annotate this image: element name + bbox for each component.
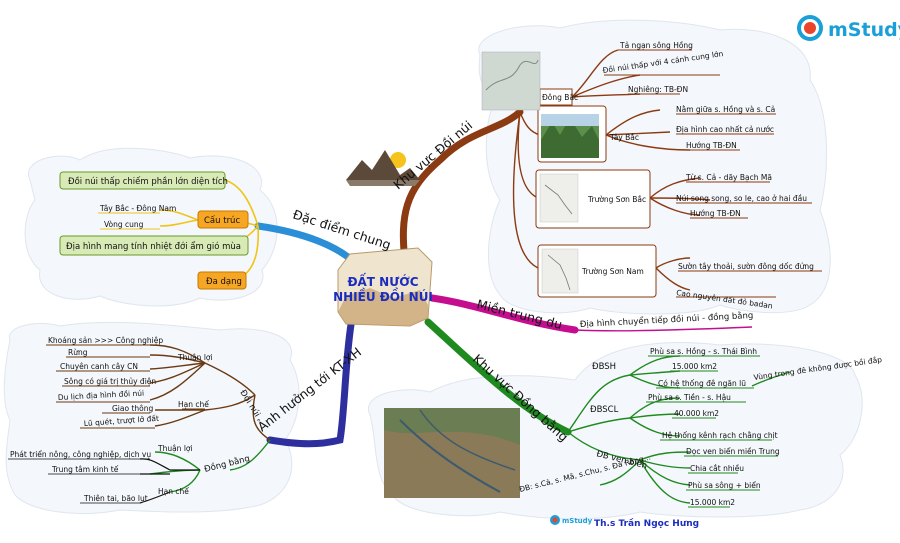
node-thuan-loi[interactable]: Thuận lợi [177,353,213,362]
brand-logo-text: mStudy [828,19,900,41]
dbvb-item-2: Chia cắt nhiều [690,464,744,473]
mountain-illustration [346,150,420,186]
tl-item-3: Chuyên canh cây CN [60,362,138,371]
node-dong-bac[interactable]: Đông Bắc [542,93,578,102]
dac-diem-item-1: Đồi núi thấp chiếm phần lớn diện tích [68,176,228,187]
dbscl-item-2: 40.000 km2 [674,409,719,418]
anh-huong-underlines [46,344,205,429]
branch-anh-huong [266,314,356,448]
dbhc-item-1: Thiên tai, bão lụt [83,494,148,503]
dong-bac-item-1: Tả ngạn sông Hồng [619,41,693,50]
dac-diem-item-3: Địa hình mang tính nhiệt đới ẩm gió mùa [66,241,241,252]
footer-logo-text: mStudy [562,517,593,525]
branch-label-dac-diem-chung[interactable]: Đặc điểm chung [291,207,393,253]
node-tay-bac[interactable]: Tây Bắc [609,133,639,142]
dac-diem-boxes [59,171,249,290]
node-db-thuan-loi[interactable]: Thuận lợi [157,444,193,453]
dong-bang-kt-handles [139,458,200,504]
author-name: Th.s Trần Ngọc Hưng [594,518,699,529]
dbsh-item-3: Có hệ thống đê ngăn lũ [658,379,746,388]
dbscl-item-1: Phù sa s. Tiền - s. Hậu [648,393,731,402]
dbscl-item-3: Hệ thống kênh rạch chằng chịt [662,431,778,440]
center-title-line1: ĐẤT NƯỚC [347,272,418,289]
node-truong-son-bac[interactable]: Trường Sơn Bắc [587,195,646,204]
cau-truc-item-1: Tây Bắc - Đông Nam [99,204,176,213]
tay-bac-item-2: Địa hình cao nhất cả nước [676,125,774,134]
node-truong-son-nam[interactable]: Trường Sơn Nam [581,267,644,276]
node-cau-truc[interactable]: Cấu trúc [204,215,240,226]
doi-nui-underlines [604,49,822,298]
center-title-line2: NHIỀU ĐỒI NÚI [333,287,433,304]
main-branches [254,108,579,448]
tsn-item-1: Sườn tây thoải, sườn đông dốc đứng [678,262,814,271]
tsb-item-1: Từ s. Cả - dãy Bạch Mã [685,173,772,182]
branch-khu-vuc-doi-nui [399,108,524,266]
tay-bac-item-1: Nằm giữa s. Hồng và s. Cả [676,105,775,114]
tl-item-2: Rừng [68,348,88,357]
hc-item-1: Giao thông [112,404,154,413]
tsb-item-2: Núi song song, so le, cao ở hai đầu [676,194,807,203]
doi-nui-boxes [481,51,657,298]
tl-item-4: Sông có giá trị thủy điện [64,377,156,386]
mien-trung-du-line [574,326,753,332]
cau-truc-item-2: Vòng cung [104,220,144,229]
dbvb-item-3: Phù sa sông + biển [688,481,761,490]
tay-bac-item-3: Hướng TB-ĐN [686,141,737,150]
dong-bac-item-3: Nghiêng: TB-ĐN [628,85,688,94]
author-footer: mStudy Th.s Trần Ngọc Hưng [550,515,699,529]
node-han-che[interactable]: Hạn chế [178,400,209,409]
brand-logo: mStudy [797,15,900,41]
dbtl-item-1: Phát triển nông, công nghiệp, dịch vụ [10,450,151,459]
anh-huong-subbranches [149,344,271,441]
dong-bang-kt-underlines [8,458,150,504]
node-da-dang[interactable]: Đa dạng [206,277,242,287]
branch-khu-vuc-dong-bang [424,318,572,436]
branch-mien-trung-du [428,294,579,334]
dbvb-item-1: Dọc ven biển miền Trung [686,447,780,456]
tsb-item-3: Hướng TB-ĐN [690,209,741,218]
dbsh-item-2: 15.000 km2 [672,362,717,371]
dbvb-item-4: 15.000 km2 [690,498,735,507]
tl-item-1: Khoáng sản >>> Công nghiệp [48,336,163,345]
dbtl-item-2: Trung tâm kinh tế [51,465,119,474]
node-dbscl[interactable]: ĐBSCL [590,405,619,415]
center-node[interactable]: ĐẤT NƯỚC NHIỀU ĐỒI NÚI [333,247,433,327]
node-db-han-che[interactable]: Hạn chế [158,487,189,496]
dong-bang-underlines [646,355,778,508]
delta-image [384,408,520,498]
dbsh-item-1: Phù sa s. Hồng - s. Thái Bình [650,347,757,356]
node-dbsh[interactable]: ĐBSH [592,362,616,372]
